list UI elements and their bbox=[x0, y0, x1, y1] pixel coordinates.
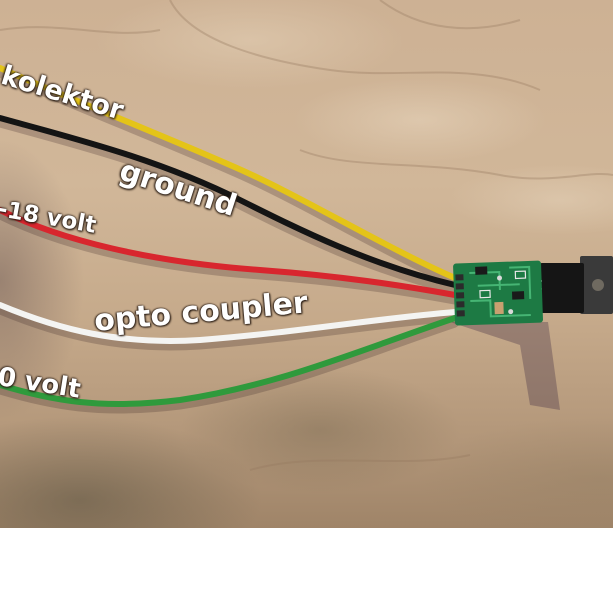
pin-header bbox=[455, 274, 465, 317]
white-wire bbox=[0, 302, 458, 344]
pcb-board bbox=[453, 260, 543, 326]
solder-pad bbox=[497, 275, 503, 281]
pcb-silkscreen bbox=[514, 270, 527, 280]
photo: kolektor ground -18 volt opto coupler 0 … bbox=[0, 0, 613, 528]
pcb-module bbox=[453, 260, 543, 326]
wiring-illustration bbox=[0, 0, 613, 471]
green-wire bbox=[0, 315, 458, 408]
pcb-silkscreen bbox=[479, 289, 491, 299]
solder-pad bbox=[508, 309, 514, 315]
module-shadow bbox=[450, 322, 560, 410]
smd-resistor bbox=[494, 301, 504, 315]
smd-component bbox=[511, 291, 525, 300]
red-wire bbox=[0, 207, 458, 298]
transistor-mount-hole bbox=[592, 279, 604, 291]
wire-shadows bbox=[0, 70, 459, 414]
yellow-wire bbox=[0, 65, 458, 281]
black-wire bbox=[0, 115, 458, 288]
smd-component bbox=[475, 266, 488, 275]
bottom-blank-area bbox=[0, 528, 613, 613]
marble-veins bbox=[0, 0, 613, 471]
transistor-body bbox=[540, 263, 584, 313]
